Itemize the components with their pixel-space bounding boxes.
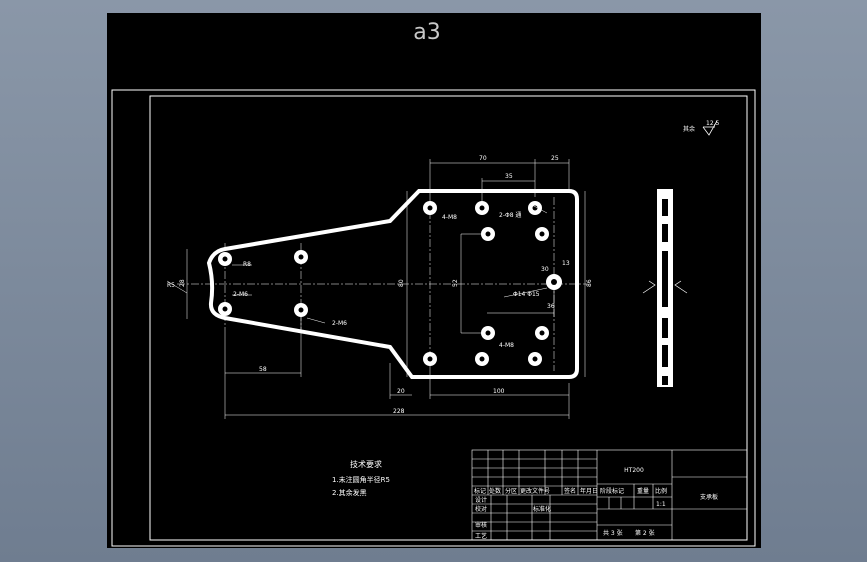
role-design: 设计: [475, 496, 487, 504]
outer-frame: [111, 89, 756, 547]
sheets-total: 共 3 张: [603, 529, 623, 537]
part-name: 支承板: [700, 493, 718, 501]
header-mark: 标记: [474, 487, 486, 495]
dim-2-m6-right: 2-M6: [332, 320, 347, 327]
dim-30: 30: [541, 266, 549, 273]
role-review: 审核: [475, 521, 487, 529]
roughness-symbol-icon: [674, 280, 688, 294]
dim-r8: R8: [243, 261, 251, 268]
dim-bore: Φ14 Φ15: [513, 291, 540, 298]
dim-58: 58: [259, 366, 267, 373]
title-block: [471, 449, 748, 541]
tech-req-item-1: 1.未注圆角半径R5: [332, 475, 390, 484]
dim-70: 70: [479, 155, 487, 162]
header-count: 处数: [489, 487, 501, 495]
dim-36: 36: [547, 303, 555, 310]
dim-2-m6: 2-M6: [233, 291, 248, 298]
dim-13: 13: [562, 260, 570, 267]
plate-outline: [206, 189, 579, 379]
material: HT200: [624, 467, 644, 474]
role-process: 工艺: [475, 532, 487, 540]
roughness-symbol-icon: [702, 120, 718, 136]
header-date: 年月日: [580, 487, 598, 495]
dim-28: 28: [179, 279, 186, 287]
col-stage: 阶段标记: [600, 487, 624, 495]
side-view: [642, 189, 688, 387]
std-label: 标准化: [533, 505, 551, 513]
header-zone: 分区: [505, 487, 517, 495]
dim-2-d6: 2-Φ8 通: [499, 211, 521, 219]
role-check: 校对: [475, 505, 487, 513]
dim-80: 80: [398, 279, 405, 287]
col-scale: 比例: [655, 487, 667, 495]
inner-frame: [149, 95, 748, 541]
surface-finish-value: 12.5: [706, 120, 720, 127]
dim-52: 52: [452, 279, 459, 287]
dim-4-m8-bottom: 4-M8: [499, 342, 514, 349]
dim-100: 100: [493, 388, 505, 395]
drawing-sheet: a3 其余 12.5: [107, 13, 761, 548]
dimension-lines: [166, 159, 586, 419]
dim-20: 20: [397, 388, 405, 395]
drawing-canvas: a3 其余 12.5: [111, 20, 756, 547]
dim-86: 86: [586, 279, 593, 287]
sheet-size-label: a3: [413, 20, 440, 45]
header-change-doc: 更改文件号: [520, 487, 550, 495]
dim-25: 25: [551, 155, 559, 162]
tech-req-title: 技术要求: [350, 459, 382, 469]
dim-r5: R5: [167, 282, 175, 289]
header-sign: 签名: [564, 487, 576, 495]
roughness-symbol-icon: [642, 280, 656, 294]
dim-35: 35: [505, 173, 513, 180]
dim-228: 228: [393, 408, 405, 415]
dim-4-m8-top: 4-M8: [442, 214, 457, 221]
scale-value: 1:1: [656, 501, 666, 508]
tech-req-item-2: 2.其余发黑: [332, 488, 367, 497]
hole-centers: [222, 205, 557, 362]
surface-finish-label: 其余: [683, 125, 695, 133]
col-weight: 重量: [637, 487, 649, 495]
sheet-number: 第 2 张: [635, 529, 655, 537]
